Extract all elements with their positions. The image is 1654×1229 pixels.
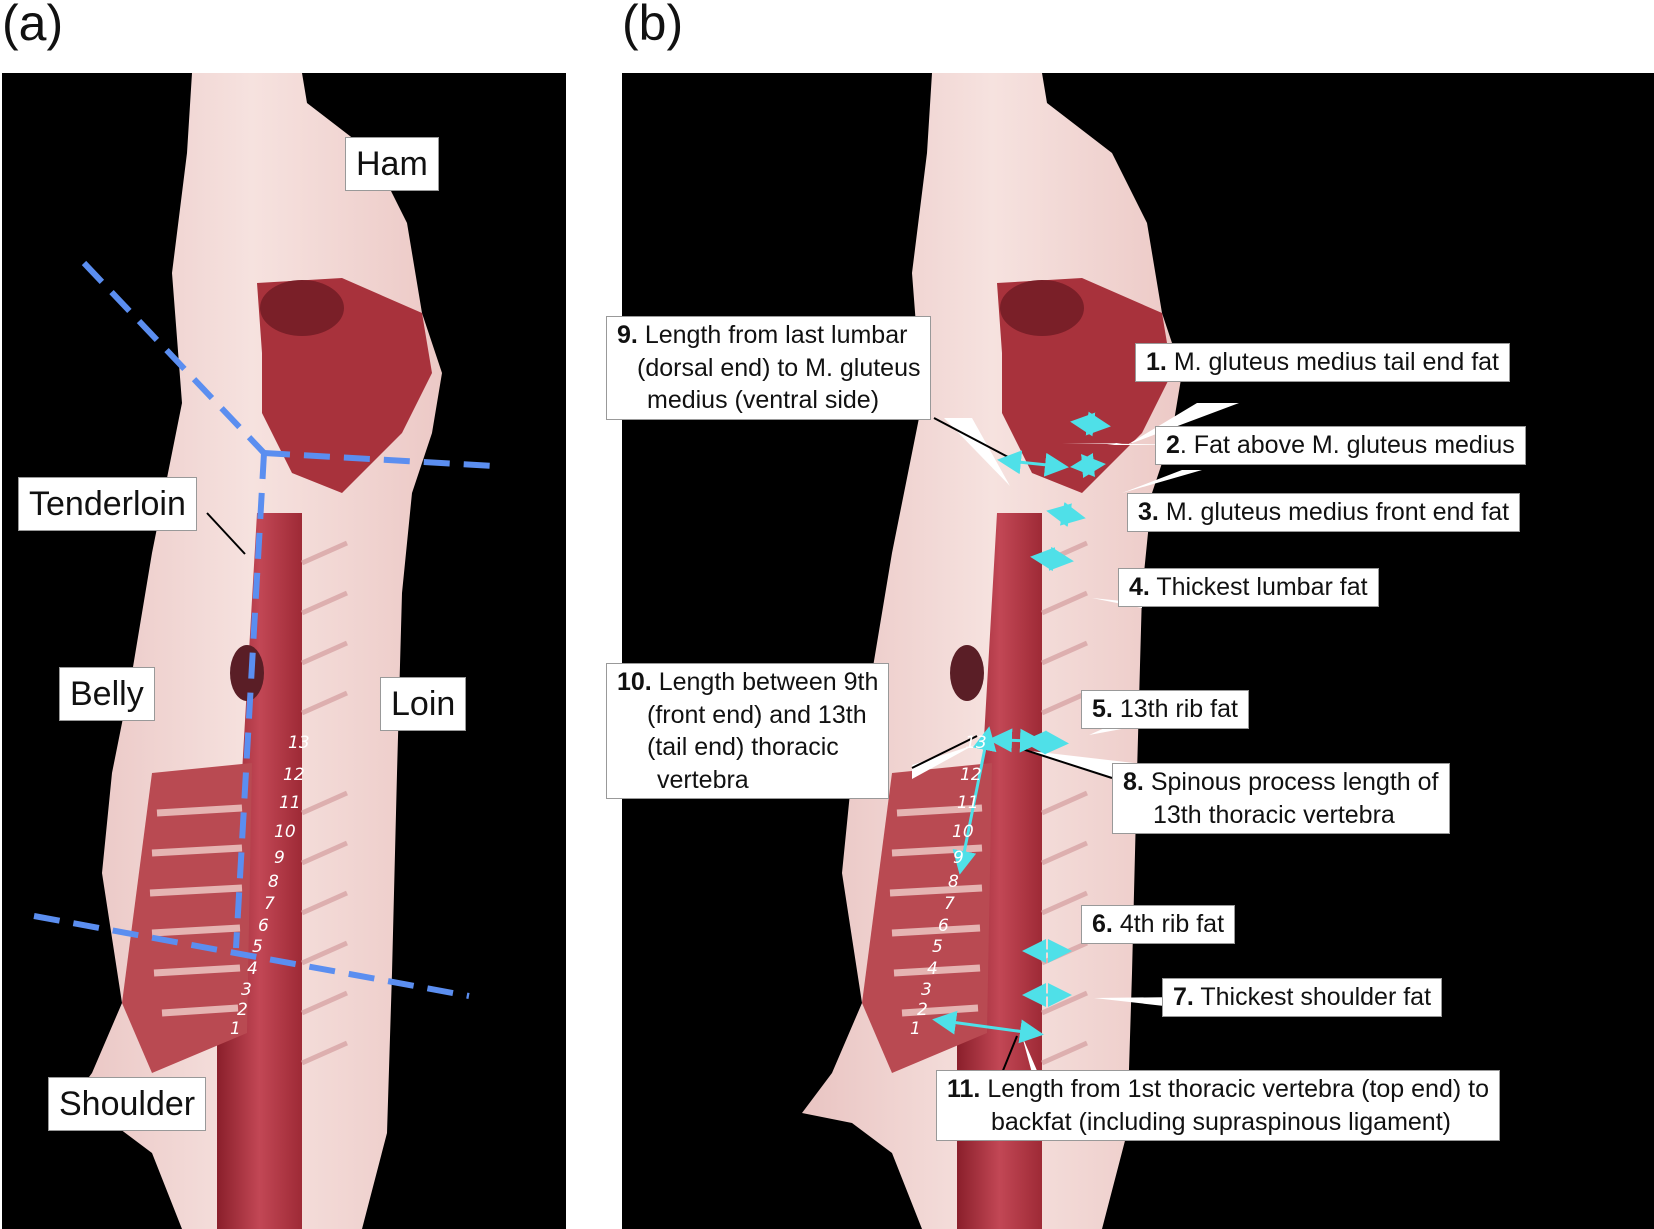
measurement-7-label: 7. Thickest shoulder fat bbox=[1162, 978, 1443, 1017]
vertebra-num: 8 bbox=[948, 872, 959, 892]
vertebra-num: 10 bbox=[274, 822, 296, 842]
measurement-num: 11. bbox=[947, 1075, 981, 1103]
vertebra-num: 1 bbox=[230, 1019, 241, 1039]
measurement-1-label: 1. M. gluteus medius tail end fat bbox=[1135, 343, 1510, 382]
carcass-b-image bbox=[802, 73, 1239, 1229]
vertebra-num: 13 bbox=[965, 733, 987, 753]
measurement-text: 13th rib fat bbox=[1119, 695, 1238, 723]
measurement-text: 4th rib fat bbox=[1119, 910, 1225, 938]
label-belly: Belly bbox=[59, 667, 155, 722]
vertebra-num: 4 bbox=[247, 959, 258, 979]
measurement-text: Length from 1st thoracic vertebra (top e… bbox=[987, 1075, 1489, 1103]
measurement-text: M. gluteus medius front end fat bbox=[1165, 498, 1510, 526]
vertebra-num: 11 bbox=[279, 793, 301, 813]
measurement-text: medius (ventral side) bbox=[647, 386, 880, 414]
measurement-num: 3. bbox=[1138, 498, 1159, 526]
measurement-num: 2 bbox=[1166, 431, 1180, 459]
measurement-num: 7. bbox=[1173, 983, 1194, 1011]
vertebra-num: 1 bbox=[910, 1019, 921, 1039]
measurement-9-label: 9. Length from last lumbar (dorsal end) … bbox=[606, 316, 932, 420]
measurement-text: M. gluteus medius tail end fat bbox=[1173, 348, 1499, 376]
measurement-num: 8. bbox=[1123, 768, 1144, 796]
measurement-text: (dorsal end) to M. gluteus bbox=[637, 353, 921, 382]
measurement-text: Length from last lumbar bbox=[644, 321, 908, 349]
panel-a-photo: Ham Tenderloin Belly Loin Shoulder 13 12… bbox=[2, 73, 566, 1229]
measurement-text: (front end) and 13th bbox=[647, 700, 867, 729]
measurement-5-label: 5. 13th rib fat bbox=[1081, 690, 1249, 729]
panel-b-photo: 1. M. gluteus medius tail end fat 2. Fat… bbox=[606, 73, 1654, 1229]
label-tenderloin: Tenderloin bbox=[18, 477, 197, 532]
panel-b-letter: (b) bbox=[622, 0, 684, 51]
measurement-text: 13th thoracic vertebra bbox=[1153, 800, 1395, 829]
vertebra-num: 3 bbox=[241, 980, 252, 1000]
label-loin: Loin bbox=[380, 677, 467, 732]
vertebra-num: 4 bbox=[927, 959, 938, 979]
vertebra-num: 7 bbox=[944, 894, 955, 914]
vertebra-num: 5 bbox=[252, 937, 263, 957]
measurement-text: Thickest shoulder fat bbox=[1200, 983, 1432, 1011]
vertebra-num: 10 bbox=[952, 822, 974, 842]
measurement-6-label: 6. 4th rib fat bbox=[1081, 905, 1236, 944]
carcass-a-image bbox=[33, 73, 495, 1229]
measurement-text: vertebra bbox=[657, 765, 749, 794]
label-ham: Ham bbox=[345, 137, 439, 192]
measurement-num: 1. bbox=[1146, 348, 1167, 376]
vertebra-num: 11 bbox=[957, 793, 979, 813]
measurement-text: (tail end) thoracic bbox=[647, 733, 839, 761]
vertebra-num: 2 bbox=[237, 1000, 248, 1020]
vertebra-num: 8 bbox=[268, 872, 279, 892]
measurement-8-label: 8. Spinous process length of 13th thorac… bbox=[1112, 763, 1450, 834]
vertebra-num: 2 bbox=[917, 1000, 928, 1020]
measurement-text: Length between 9th bbox=[658, 668, 879, 696]
measurement-3-label: 3. M. gluteus medius front end fat bbox=[1127, 493, 1521, 532]
vertebra-num: 9 bbox=[274, 848, 285, 868]
vertebra-num: 12 bbox=[960, 765, 982, 785]
measurement-num: 5. bbox=[1092, 695, 1113, 723]
measurement-text: Spinous process length of bbox=[1150, 768, 1439, 796]
panel-a-letter: (a) bbox=[2, 0, 64, 51]
measurement-text: Thickest lumbar fat bbox=[1156, 573, 1368, 601]
measurement-11-label: 11. Length from 1st thoracic vertebra (t… bbox=[936, 1070, 1500, 1141]
measurement-num: 9. bbox=[617, 321, 638, 349]
vertebra-num: 3 bbox=[921, 980, 932, 1000]
vertebra-num: 12 bbox=[283, 765, 305, 785]
vertebra-num: 6 bbox=[938, 916, 949, 936]
measurement-text: . Fat above M. gluteus medius bbox=[1179, 431, 1515, 459]
measurement-num: 6. bbox=[1092, 910, 1113, 938]
vertebra-num: 9 bbox=[953, 848, 964, 868]
measurement-10-label: 10. Length between 9th (front end) and 1… bbox=[606, 663, 890, 799]
measurement-num: 4. bbox=[1129, 573, 1150, 601]
label-shoulder: Shoulder bbox=[48, 1077, 207, 1132]
measurement-2-label: 2. Fat above M. gluteus medius bbox=[1155, 426, 1526, 465]
vertebra-num: 13 bbox=[288, 733, 310, 753]
measurement-4-label: 4. Thickest lumbar fat bbox=[1118, 568, 1379, 607]
vertebra-num: 6 bbox=[258, 916, 269, 936]
measurement-text: backfat (including supraspinous ligament… bbox=[991, 1107, 1451, 1136]
measurement-num: 10. bbox=[617, 668, 652, 696]
vertebra-num: 7 bbox=[264, 894, 275, 914]
vertebra-num: 5 bbox=[932, 937, 943, 957]
